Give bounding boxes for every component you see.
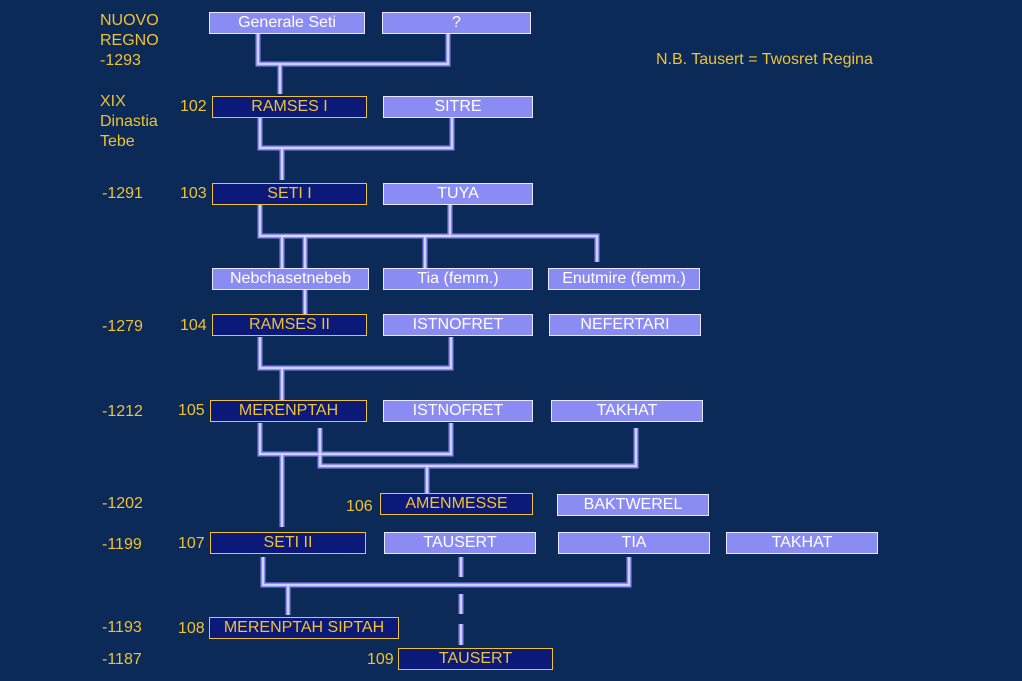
marriage-connector xyxy=(260,557,632,588)
era-label-regno: REGNO xyxy=(100,32,159,49)
pharaoh-tausert: TAUSERT xyxy=(398,648,553,670)
marriage-connector xyxy=(257,118,455,151)
dynasty-label-tebe: Tebe xyxy=(100,133,135,150)
marriage-connector xyxy=(257,423,454,457)
sibling-bar xyxy=(282,233,600,262)
pharaoh-number: 102 xyxy=(180,98,207,115)
marriage-connector xyxy=(257,205,453,239)
pharaoh-number: 108 xyxy=(178,620,205,637)
person-istnofret: ISTNOFRET xyxy=(383,400,533,422)
pharaoh-ramses-2: RAMSES II xyxy=(212,314,367,336)
date-label: -1187 xyxy=(102,651,142,668)
pharaoh-ramses-1: RAMSES I xyxy=(212,96,367,118)
date-label: -1193 xyxy=(102,619,142,636)
dynasty-label-dinastia: Dinastia xyxy=(100,113,158,130)
era-label-nuovo: NUOVO xyxy=(100,12,159,29)
person-sitre: SITRE xyxy=(383,96,533,118)
pharaoh-seti-1: SETI I xyxy=(212,183,367,205)
marriage-connector xyxy=(255,34,451,67)
date-label: -1279 xyxy=(102,318,143,335)
person-tia: TIA xyxy=(558,532,710,554)
person-generale-seti: Generale Seti xyxy=(209,12,365,34)
person-takhat: TAKHAT xyxy=(551,400,703,422)
person-baktwerel: BAKTWEREL xyxy=(557,494,709,516)
pharaoh-number: 107 xyxy=(178,535,205,552)
pharaoh-seti-2: SETI II xyxy=(210,532,366,554)
pharaoh-number: 104 xyxy=(180,317,207,334)
marriage-connector xyxy=(257,337,454,371)
person-nefertari: NEFERTARI xyxy=(549,314,701,336)
pharaoh-number: 105 xyxy=(178,402,205,419)
date-label: -1202 xyxy=(102,495,143,512)
person-enutmire: Enutmire (femm.) xyxy=(548,268,700,290)
pharaoh-amenmesse: AMENMESSE xyxy=(380,493,533,515)
pharaoh-number: 109 xyxy=(367,651,394,668)
dynasty-label-xix: XIX xyxy=(100,93,126,110)
pharaoh-merenptah: MERENPTAH xyxy=(210,400,367,422)
person-istnofret: ISTNOFRET xyxy=(383,314,533,336)
marriage-connector xyxy=(317,428,639,469)
person-tia-femm: Tia (femm.) xyxy=(383,268,533,290)
pharaoh-number: 106 xyxy=(346,498,373,515)
person-tausert: TAUSERT xyxy=(384,532,536,554)
note: N.B. Tausert = Twosret Regina xyxy=(656,51,873,68)
date-label: -1199 xyxy=(102,536,142,553)
person-unknown: ? xyxy=(382,12,531,34)
person-takhat: TAKHAT xyxy=(726,532,878,554)
pharaoh-merenptah-siptah: MERENPTAH SIPTAH xyxy=(209,617,399,639)
pharaoh-number: 103 xyxy=(180,185,207,202)
date-label: -1291 xyxy=(102,185,143,202)
era-date: -1293 xyxy=(100,52,141,69)
person-tuya: TUYA xyxy=(383,183,533,205)
person-nebchasetnebeb: Nebchasetnebeb xyxy=(212,268,369,290)
date-label: -1212 xyxy=(102,403,143,420)
